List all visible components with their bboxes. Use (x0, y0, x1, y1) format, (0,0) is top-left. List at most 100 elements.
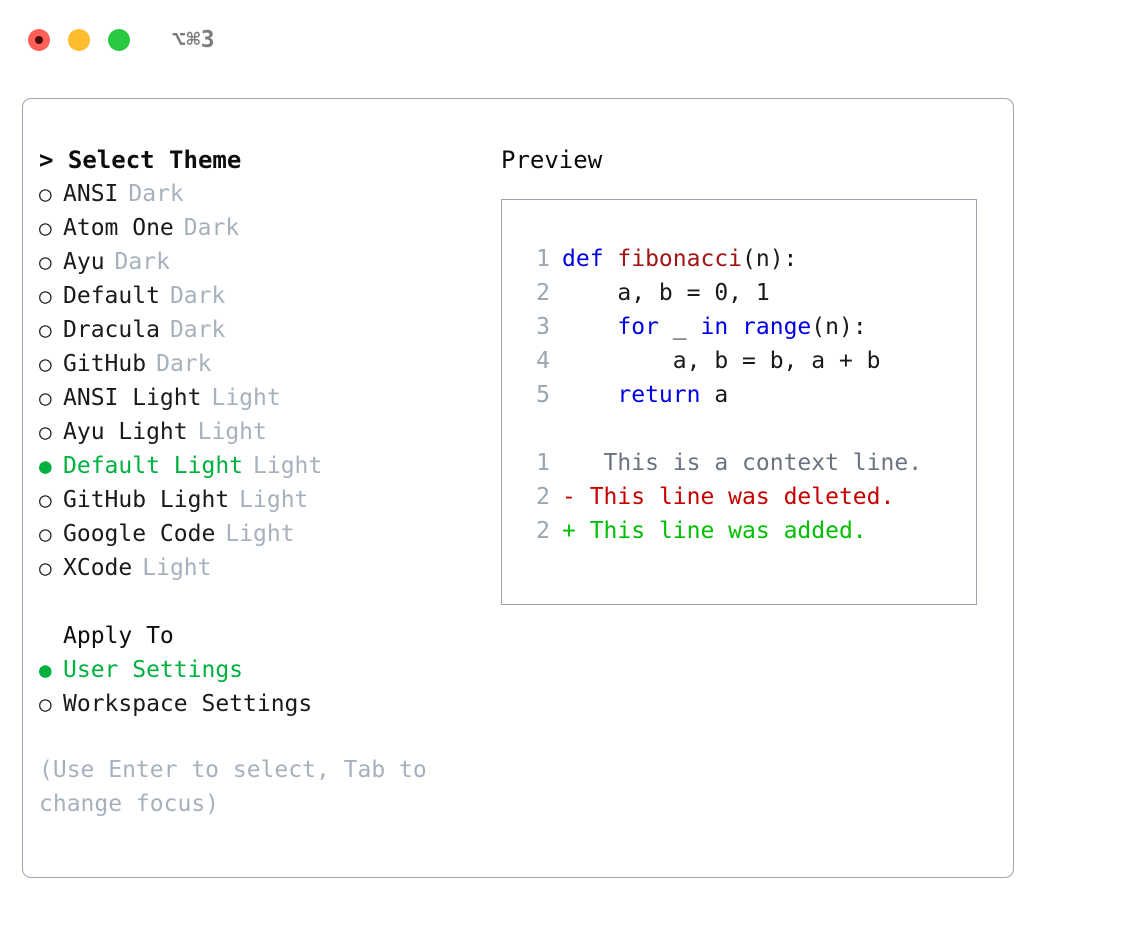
theme-option-mode: Dark (156, 351, 212, 377)
code-line-content: return a (562, 378, 728, 412)
code-line-content: a, b = b, a + b (562, 344, 881, 378)
code-token-plain: a, b = b, a + b (562, 348, 881, 374)
apply-to-option-list[interactable]: ● User Settings ○ Workspace Settings (39, 653, 509, 721)
line-number: 2 (536, 280, 550, 306)
theme-option-mode: Light (239, 487, 309, 513)
diff-line-added: 2+ This line was added. (520, 514, 976, 548)
theme-option-mode: Light (225, 521, 295, 547)
diff-sign: - (562, 484, 576, 510)
line-number: 1 (536, 246, 550, 272)
theme-option-mode: Light (211, 385, 281, 411)
code-line: 2 a, b = 0, 1 (520, 276, 976, 310)
code-line-content: def fibonacci(n): (562, 242, 797, 276)
theme-option-mode: Dark (169, 317, 226, 343)
theme-option-github-light[interactable]: ○ GitHub Light Light (39, 483, 509, 517)
line-number: 2 (536, 518, 550, 544)
theme-option-mode: Light (142, 555, 212, 581)
preview-spacer (520, 412, 976, 446)
radio-unselected-icon: ○ (39, 522, 52, 546)
zoom-button[interactable] (108, 29, 130, 51)
code-line-content: a, b = 0, 1 (562, 276, 770, 310)
theme-option-label: XCode (63, 555, 133, 581)
diff-text: This is a context line. (575, 450, 923, 476)
theme-option-xcode[interactable]: ○ XCode Light (39, 551, 509, 585)
minimize-button[interactable] (68, 29, 90, 51)
apply-to-option-workspace-settings[interactable]: ○ Workspace Settings (39, 687, 509, 721)
theme-option-ayu[interactable]: ○ Ayu Dark (39, 245, 509, 279)
radio-unselected-icon: ○ (39, 556, 52, 580)
radio-unselected-icon: ○ (39, 420, 52, 444)
radio-unselected-icon: ○ (39, 488, 52, 512)
theme-option-label: GitHub Light (63, 487, 230, 513)
code-line: 3 for _ in range(n): (520, 310, 976, 344)
diff-sign: + (562, 518, 576, 544)
code-token-plain: _ (658, 314, 701, 340)
theme-option-label: Ayu (63, 249, 105, 275)
keyboard-hint: (Use Enter to select, Tab to change focu… (39, 757, 441, 817)
diff-text: This line was deleted. (575, 484, 895, 510)
code-line: 1 def fibonacci(n): (520, 242, 976, 276)
window-title: ⌥⌘3 (172, 27, 216, 53)
title-bar: ⌥⌘3 (0, 0, 1140, 80)
theme-option-mode: Dark (183, 215, 240, 241)
theme-option-label: Default Light (63, 453, 244, 479)
code-token-plain: a (700, 382, 729, 408)
code-token-plain: (n): (811, 314, 867, 340)
close-button[interactable] (28, 29, 50, 51)
theme-option-mode: Dark (114, 249, 170, 275)
diff-sign (562, 446, 576, 480)
line-number: 5 (536, 382, 550, 408)
radio-unselected-icon: ○ (39, 318, 52, 342)
apply-to-heading: Apply To (63, 623, 174, 649)
code-token-keyword: in (700, 314, 729, 340)
radio-unselected-icon: ○ (39, 386, 52, 410)
diff-line-deleted: 2- This line was deleted. (520, 480, 976, 514)
theme-option-label: Ayu Light (63, 419, 188, 445)
record-dot-icon (35, 36, 43, 44)
radio-selected-icon: ● (39, 658, 52, 682)
theme-option-label: Atom One (63, 215, 174, 241)
code-token-keyword: for (617, 314, 659, 340)
line-number: 2 (536, 484, 550, 510)
apply-to-option-user-settings[interactable]: ● User Settings (39, 653, 509, 687)
radio-unselected-icon: ○ (39, 692, 52, 716)
diff-line-context: 1 This is a context line. (520, 446, 976, 480)
apply-to-section: Apply To ● User Settings ○ Workspace Settin… (39, 619, 509, 721)
theme-option-mode: Light (253, 453, 323, 479)
theme-option-github[interactable]: ○ GitHub Dark (39, 347, 509, 381)
theme-option-mode: Dark (128, 181, 184, 207)
code-token-plain: (n): (742, 246, 798, 272)
line-number: 3 (536, 314, 550, 340)
theme-option-label: Default (63, 283, 160, 309)
radio-unselected-icon: ○ (39, 352, 52, 376)
code-token-plain: a, b = 0, 1 (562, 280, 770, 306)
apply-to-option-label: Workspace Settings (63, 691, 313, 717)
radio-unselected-icon: ○ (39, 250, 52, 274)
apply-to-option-label: User Settings (63, 657, 244, 683)
select-theme-heading: > Select Theme (39, 146, 242, 174)
code-token-plain (728, 314, 742, 340)
preview-heading: Preview (501, 146, 603, 174)
code-token-plain (562, 314, 617, 340)
code-line: 5 return a (520, 378, 976, 412)
theme-option-mode: Dark (169, 283, 226, 309)
code-line-content: for _ in range(n): (562, 310, 867, 344)
theme-option-label: GitHub (63, 351, 147, 377)
code-token-builtin: range (742, 314, 812, 340)
theme-option-label: ANSI (63, 181, 119, 207)
